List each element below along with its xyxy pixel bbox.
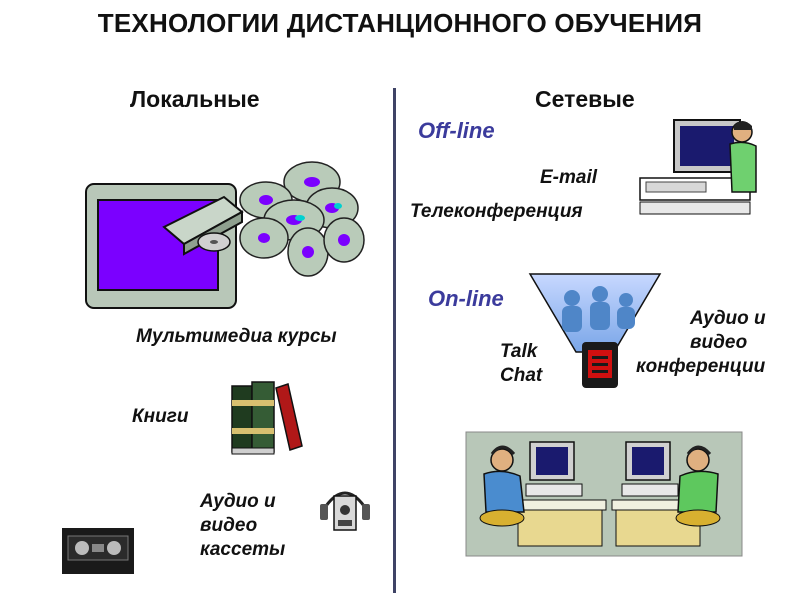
cd-stack-icon <box>239 161 365 277</box>
headset-workstations-icon <box>465 431 743 557</box>
email-label: E-mail <box>540 167 598 188</box>
online-label: On-line <box>428 286 504 311</box>
talk-chat-label: Talk Chat <box>500 340 542 388</box>
teleconference-label: Телеконференция <box>410 201 583 222</box>
local-heading: Локальные <box>130 86 260 112</box>
network-heading: Сетевые <box>535 86 635 112</box>
av-conference-line1: Аудио и <box>690 308 766 329</box>
av-conference-label: Аудио и видео конференции <box>636 307 786 378</box>
av-conference-line2: видео <box>690 331 748 353</box>
av-cassettes-line1: Аудио и <box>200 491 276 512</box>
offline-label: Off-line <box>418 118 495 143</box>
videoconference-icon <box>528 273 662 388</box>
chat-label: Chat <box>500 364 543 386</box>
av-cassettes-line3: кассеты <box>200 538 286 560</box>
books-icon <box>231 381 303 455</box>
cassette-player-icon <box>320 491 370 531</box>
av-conference-line3: конференции <box>636 355 766 377</box>
books-label: Книги <box>132 406 189 427</box>
computer-user-icon <box>639 119 757 215</box>
page-title: ТЕХНОЛОГИИ ДИСТАНЦИОННОГО ОБУЧЕНИЯ <box>97 8 703 38</box>
video-cassette-icon <box>62 528 134 574</box>
av-cassettes-line2: видео <box>200 514 258 536</box>
multimedia-courses-label: Мультимедиа курсы <box>136 326 337 347</box>
av-cassettes-label: Аудио и видео кассеты <box>200 490 285 561</box>
monitor-cd-icon <box>85 183 244 309</box>
column-divider <box>393 88 396 593</box>
talk-label: Talk <box>500 341 538 362</box>
